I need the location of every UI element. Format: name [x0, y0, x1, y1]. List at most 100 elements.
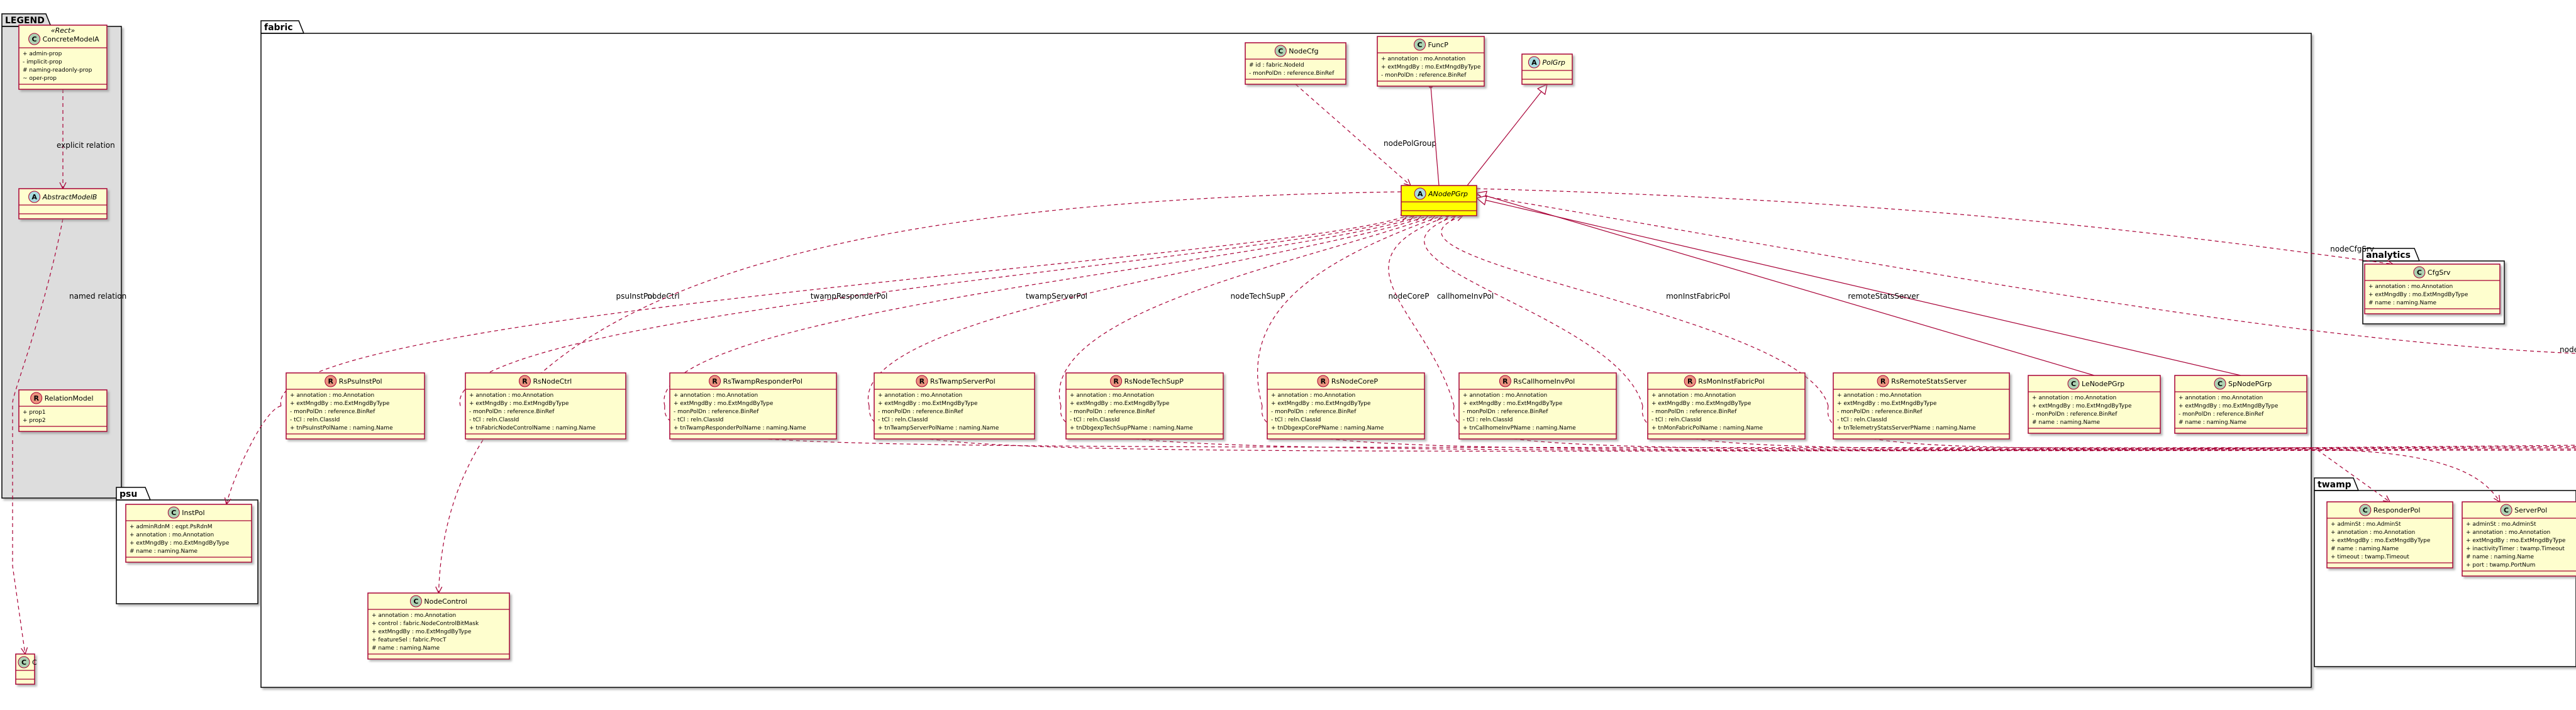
class-attribute: + prop1 [23, 409, 46, 416]
class-kind-letter: R [522, 377, 528, 386]
class-name: RsCallhomeInvPol [1513, 377, 1575, 386]
class-rs-twamp-server-pol[interactable]: R RsTwampServerPol + annotation : mo.Annot… [874, 372, 1035, 440]
class-attribute: - monPolDn : reference.BinRef [2179, 411, 2264, 418]
class-attribute: - monPolDn : reference.BinRef [2032, 411, 2118, 418]
class-attribute: - tCl : reln.ClassId [674, 417, 723, 423]
class-attribute: + tnTwampResponderPolName : naming.Name [674, 425, 806, 431]
class-box [1245, 42, 1346, 85]
class-attribute: + prop2 [23, 418, 46, 424]
class-attribute: + annotation : mo.Annotation [469, 392, 553, 399]
class-box [1267, 372, 1425, 440]
class-attribute: + tnMonFabricPolName : naming.Name [1652, 425, 1763, 431]
class-kind-letter: A [31, 193, 37, 201]
class-kind-letter: R [33, 394, 39, 402]
relation-label-explicit-relation: explicit relation [57, 141, 115, 150]
class-attribute: + adminRdnM : eqpt.PsRdnM [130, 524, 213, 530]
edge-rs-psu-inst-pol-to-anodepgrp [280, 216, 1407, 406]
class-kind-r-icon [30, 392, 43, 404]
class-attribute: - tCl : reln.ClassId [878, 417, 928, 423]
package-tab [2362, 248, 2420, 262]
class-kind-letter: C [2417, 269, 2422, 277]
class-kind-r-icon [1110, 375, 1123, 387]
class-name: RsTwampResponderPol [723, 377, 802, 386]
edge-rs-remote-stats-server-target [1827, 406, 2576, 449]
class-attribute: + annotation : mo.Annotation [878, 392, 962, 399]
class-attribute: + extMngdBy : mo.ExtMngdByType [1271, 401, 1371, 407]
class-stereotype: «Rect» [51, 26, 75, 35]
class-attribute: + extMngdBy : mo.ExtMngdByType [2179, 403, 2279, 409]
class-attribute: + extMngdBy : mo.ExtMngdByType [1652, 401, 1752, 407]
class-attribute: - monPolDn : reference.BinRef [1463, 409, 1548, 415]
class-attribute: + tnDbgexpTechSupPName : naming.Name [1070, 425, 1193, 431]
class-kind-letter: R [919, 377, 925, 386]
class-name: C [32, 658, 37, 667]
class-kind-letter: A [1531, 58, 1537, 67]
relation-label-named-relation: named relation [69, 292, 126, 301]
class-kind-r-icon [1877, 375, 1889, 387]
class-name: RsMonInstFabricPol [1698, 377, 1765, 386]
class-attribute: + tnCallhomeInvPName : naming.Name [1463, 425, 1576, 431]
class-name: CfgSrv [2428, 269, 2451, 277]
class-attribute: - tCl : reln.ClassId [1271, 417, 1321, 423]
class-name: ConcreteModelA [43, 35, 100, 43]
edge-rs-mon-inst-fabric-pol-to-anodepgrp [1424, 216, 1643, 406]
edge-node-pol-group [1295, 84, 1411, 186]
relation-label-mon-inst-fabric-pol: monInstFabricPol [1666, 292, 1730, 301]
edge-psuinstpol-target [226, 405, 282, 505]
class-attribute: + annotation : mo.Annotation [1070, 392, 1154, 399]
class-name: NodeCfg [1289, 47, 1318, 55]
class-attribute: + extMngdBy : mo.ExtMngdByType [2331, 538, 2431, 544]
edge-rs-node-ctrl-to-anodepgrp [459, 216, 1414, 406]
relation-label-twamp-server-pol: twampServerPol [1026, 292, 1087, 301]
class-attribute: - tCl : reln.ClassId [1652, 417, 1701, 423]
class-attribute: + annotation : mo.Annotation [2331, 530, 2415, 536]
edge-rs-node-core-p-to-anodepgrp [1257, 216, 1442, 406]
class-name: RsTwampServerPol [930, 377, 996, 386]
class-name: RsNodeCtrl [533, 377, 572, 386]
class-name: ResponderPol [2373, 506, 2421, 514]
package-label: twamp [2318, 480, 2351, 490]
class-kind-c-icon [2067, 377, 2080, 390]
class-concrete-model-a[interactable]: C«Rect»ConcreteModelA+ admin-prop- impli… [18, 25, 108, 90]
class-name: ServerPol [2514, 506, 2547, 514]
class-attribute: # name : naming.Name [2331, 546, 2399, 552]
relation-label-remote-stats-server: remoteStatsServer [1848, 292, 1919, 301]
class-attribute: - tCl : reln.ClassId [469, 417, 519, 423]
class-attribute: - tCl : reln.ClassId [1837, 417, 1887, 423]
class-attribute: + extMngdBy : mo.ExtMngdByType [878, 401, 978, 407]
class-attribute: - monPolDn : reference.BinRef [878, 409, 963, 415]
class-kind-letter: R [712, 377, 718, 386]
class-attribute: - monPolDn : reference.BinRef [1652, 409, 1737, 415]
class-attribute: + annotation : mo.Annotation [1381, 56, 1465, 62]
class-kind-c-icon [18, 656, 30, 668]
edge-rs-callhome-inv-pol-target [1453, 406, 2576, 450]
class-attribute: - tCl : reln.ClassId [290, 417, 340, 423]
package-frame [260, 33, 2312, 688]
edge-lenodepgrp-inheritance [1477, 193, 2095, 376]
class-attribute: # id : fabric.NodeId [1249, 62, 1304, 69]
class-kind-letter: C [2504, 506, 2509, 514]
